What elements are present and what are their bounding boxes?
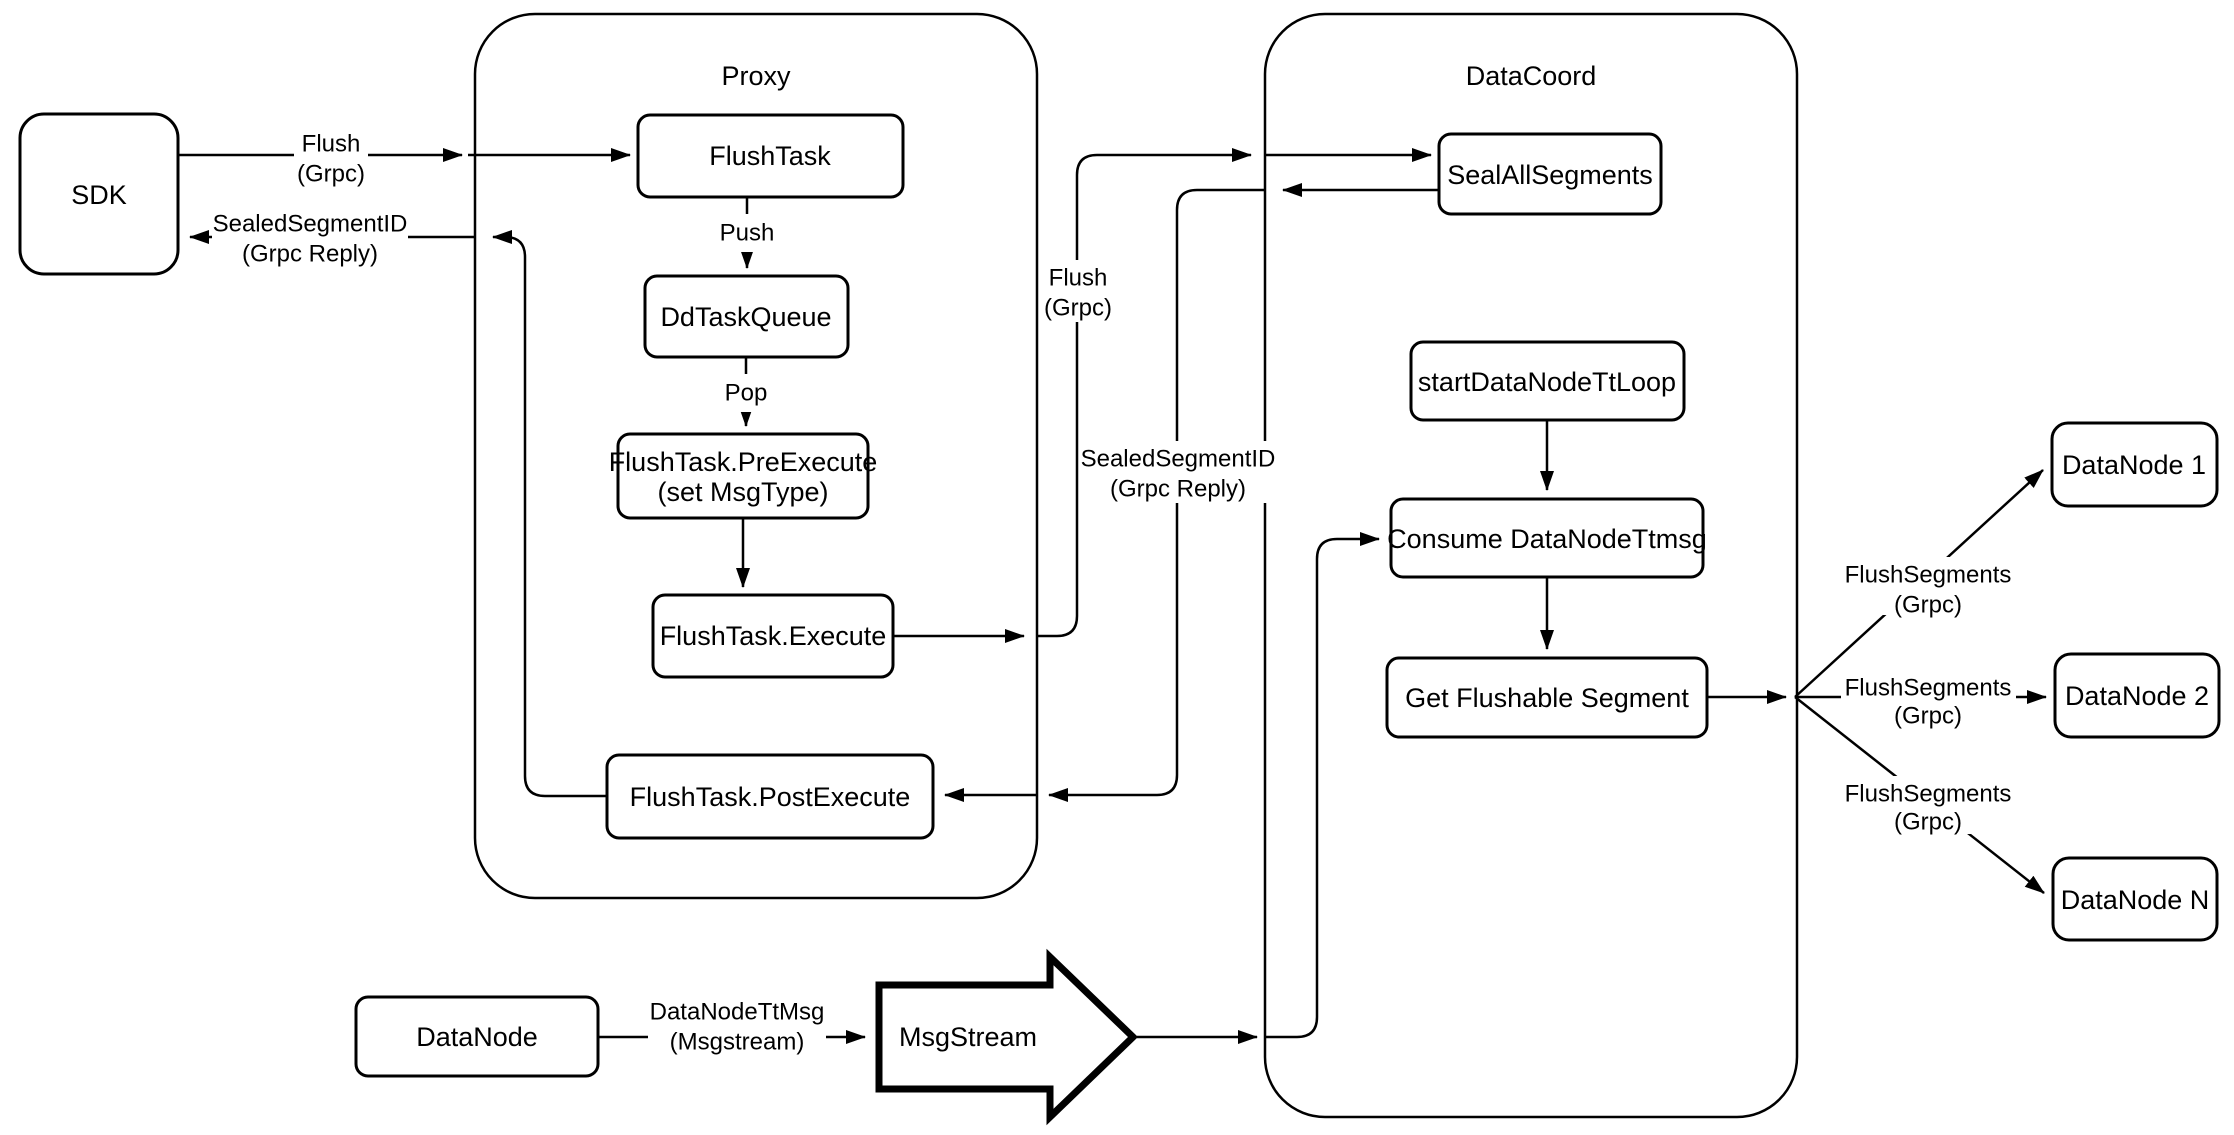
svg-text:(Grpc): (Grpc): [1044, 295, 1112, 322]
node-flushtask: FlushTask: [636, 113, 905, 199]
label-datanodettmsg: DataNodeTtMsg (Msgstream): [648, 994, 826, 1056]
node-datanode2-label: DataNode 2: [2065, 681, 2209, 711]
datacoord-title: DataCoord: [1466, 61, 1597, 91]
node-flushtask-label: FlushTask: [709, 141, 831, 171]
label-push: Push: [712, 214, 782, 252]
svg-text:SealedSegmentID: SealedSegmentID: [1081, 446, 1276, 473]
proxy-container: Proxy: [473, 12, 1039, 900]
node-preexecute-label2: (set MsgType): [657, 477, 828, 507]
node-execute: FlushTask.Execute: [651, 593, 895, 679]
edge-msgstream-riser-to-consume: [1265, 532, 1380, 1039]
svg-text:(Grpc Reply): (Grpc Reply): [242, 241, 378, 268]
node-datanode1-label: DataNode 1: [2062, 450, 2206, 480]
svg-text:SealedSegmentID: SealedSegmentID: [213, 211, 408, 238]
node-sealallsegments: SealAllSegments: [1437, 132, 1663, 216]
svg-text:Pop: Pop: [725, 380, 768, 407]
node-datanode: DataNode: [354, 995, 600, 1078]
edge-postexecute-return: [492, 230, 607, 798]
label-flushsegments-1: FlushSegments (Grpc): [1841, 557, 2016, 619]
node-preexecute: FlushTask.PreExecute (set MsgType): [609, 432, 878, 520]
svg-text:(Grpc Reply): (Grpc Reply): [1110, 476, 1246, 503]
label-flush-grpc-sdk: Flush (Grpc): [294, 126, 368, 188]
svg-text:(Grpc): (Grpc): [1894, 809, 1962, 836]
node-sdk-label: SDK: [71, 180, 127, 210]
datacoord-container: DataCoord: [1263, 12, 1799, 1119]
node-sealallsegments-label: SealAllSegments: [1447, 160, 1653, 190]
msgstream-block-arrow-shape: [875, 948, 1139, 1126]
node-startdatanodettloop-label: startDataNodeTtLoop: [1418, 367, 1676, 397]
label-sealedsegmentid-sdk: SealedSegmentID (Grpc Reply): [212, 206, 408, 268]
node-getflushablesegment-label: Get Flushable Segment: [1405, 683, 1689, 713]
svg-text:(Grpc): (Grpc): [297, 161, 365, 188]
node-datanode2: DataNode 2: [2053, 652, 2221, 739]
svg-text:FlushSegments: FlushSegments: [1845, 562, 2012, 589]
label-flush-grpc-datacoord: Flush (Grpc): [1040, 260, 1116, 322]
node-consumedatanodettmsg: Consume DataNodeTtmsg: [1387, 497, 1707, 579]
label-flushsegments-2: FlushSegments (Grpc): [1841, 670, 2016, 730]
node-getflushablesegment: Get Flushable Segment: [1385, 656, 1709, 739]
node-ddtaskqueue-label: DdTaskQueue: [660, 302, 831, 332]
node-sdk: SDK: [18, 112, 180, 276]
node-msgstream: MsgStream: [875, 948, 1139, 1126]
svg-text:(Msgstream): (Msgstream): [670, 1029, 805, 1056]
label-pop: Pop: [714, 374, 778, 412]
node-datanode-label: DataNode: [416, 1022, 538, 1052]
label-flushsegments-3: FlushSegments (Grpc): [1841, 776, 2016, 836]
node-datanoden-label: DataNode N: [2061, 885, 2210, 915]
edge-flush-up-to-datacoord: [1037, 148, 1252, 638]
node-postexecute: FlushTask.PostExecute: [605, 753, 935, 840]
node-ddtaskqueue: DdTaskQueue: [643, 274, 850, 359]
node-datanoden: DataNode N: [2051, 856, 2219, 942]
node-execute-label: FlushTask.Execute: [660, 621, 887, 651]
svg-text:FlushSegments: FlushSegments: [1845, 781, 2012, 808]
node-msgstream-label: MsgStream: [899, 1022, 1037, 1052]
svg-text:Push: Push: [720, 220, 775, 247]
node-postexecute-label: FlushTask.PostExecute: [630, 782, 911, 812]
svg-text:(Grpc): (Grpc): [1894, 592, 1962, 619]
svg-text:FlushSegments: FlushSegments: [1845, 675, 2012, 702]
node-datanode1: DataNode 1: [2050, 421, 2219, 508]
node-startdatanodettloop: startDataNodeTtLoop: [1409, 340, 1686, 422]
svg-text:Flush: Flush: [1049, 265, 1108, 292]
svg-text:Flush: Flush: [302, 131, 361, 158]
node-consumedatanodettmsg-label: Consume DataNodeTtmsg: [1387, 524, 1707, 554]
svg-text:DataNodeTtMsg: DataNodeTtMsg: [650, 999, 825, 1026]
label-sealedsegmentid-datacoord: SealedSegmentID (Grpc Reply): [1080, 441, 1276, 503]
proxy-title: Proxy: [721, 61, 791, 91]
svg-text:(Grpc): (Grpc): [1894, 703, 1962, 730]
node-preexecute-label: FlushTask.PreExecute: [609, 447, 878, 477]
